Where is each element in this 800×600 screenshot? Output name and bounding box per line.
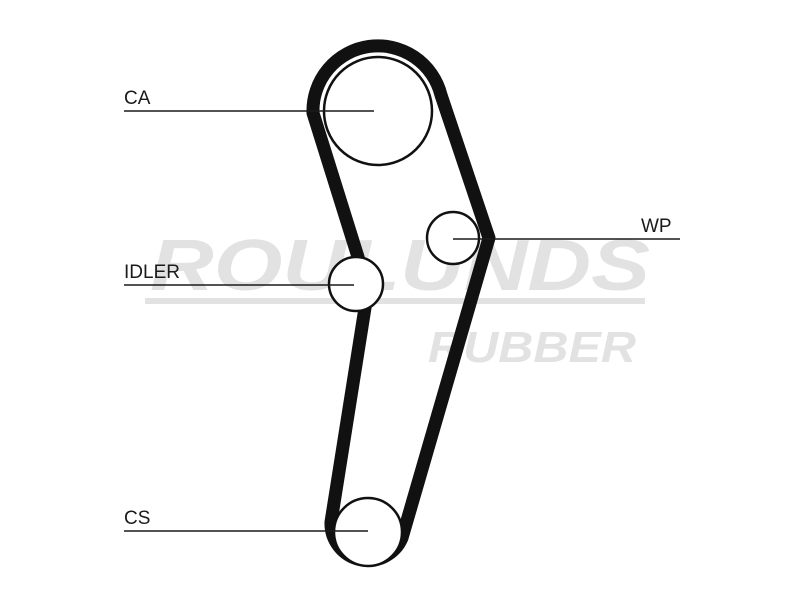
watermark-underline bbox=[145, 298, 645, 304]
crankshaft-pulley bbox=[332, 496, 404, 568]
idler-pulley bbox=[327, 255, 385, 313]
cs-label: CS bbox=[124, 508, 150, 529]
watermark-logo: ROULUNDS RUBBER bbox=[145, 226, 650, 372]
ca-label: CA bbox=[124, 88, 151, 109]
idler-label: IDLER bbox=[124, 262, 180, 283]
wp-label: WP bbox=[641, 216, 672, 237]
watermark-brand-line1: ROULUNDS bbox=[150, 226, 650, 306]
water-pump-pulley bbox=[425, 210, 481, 266]
